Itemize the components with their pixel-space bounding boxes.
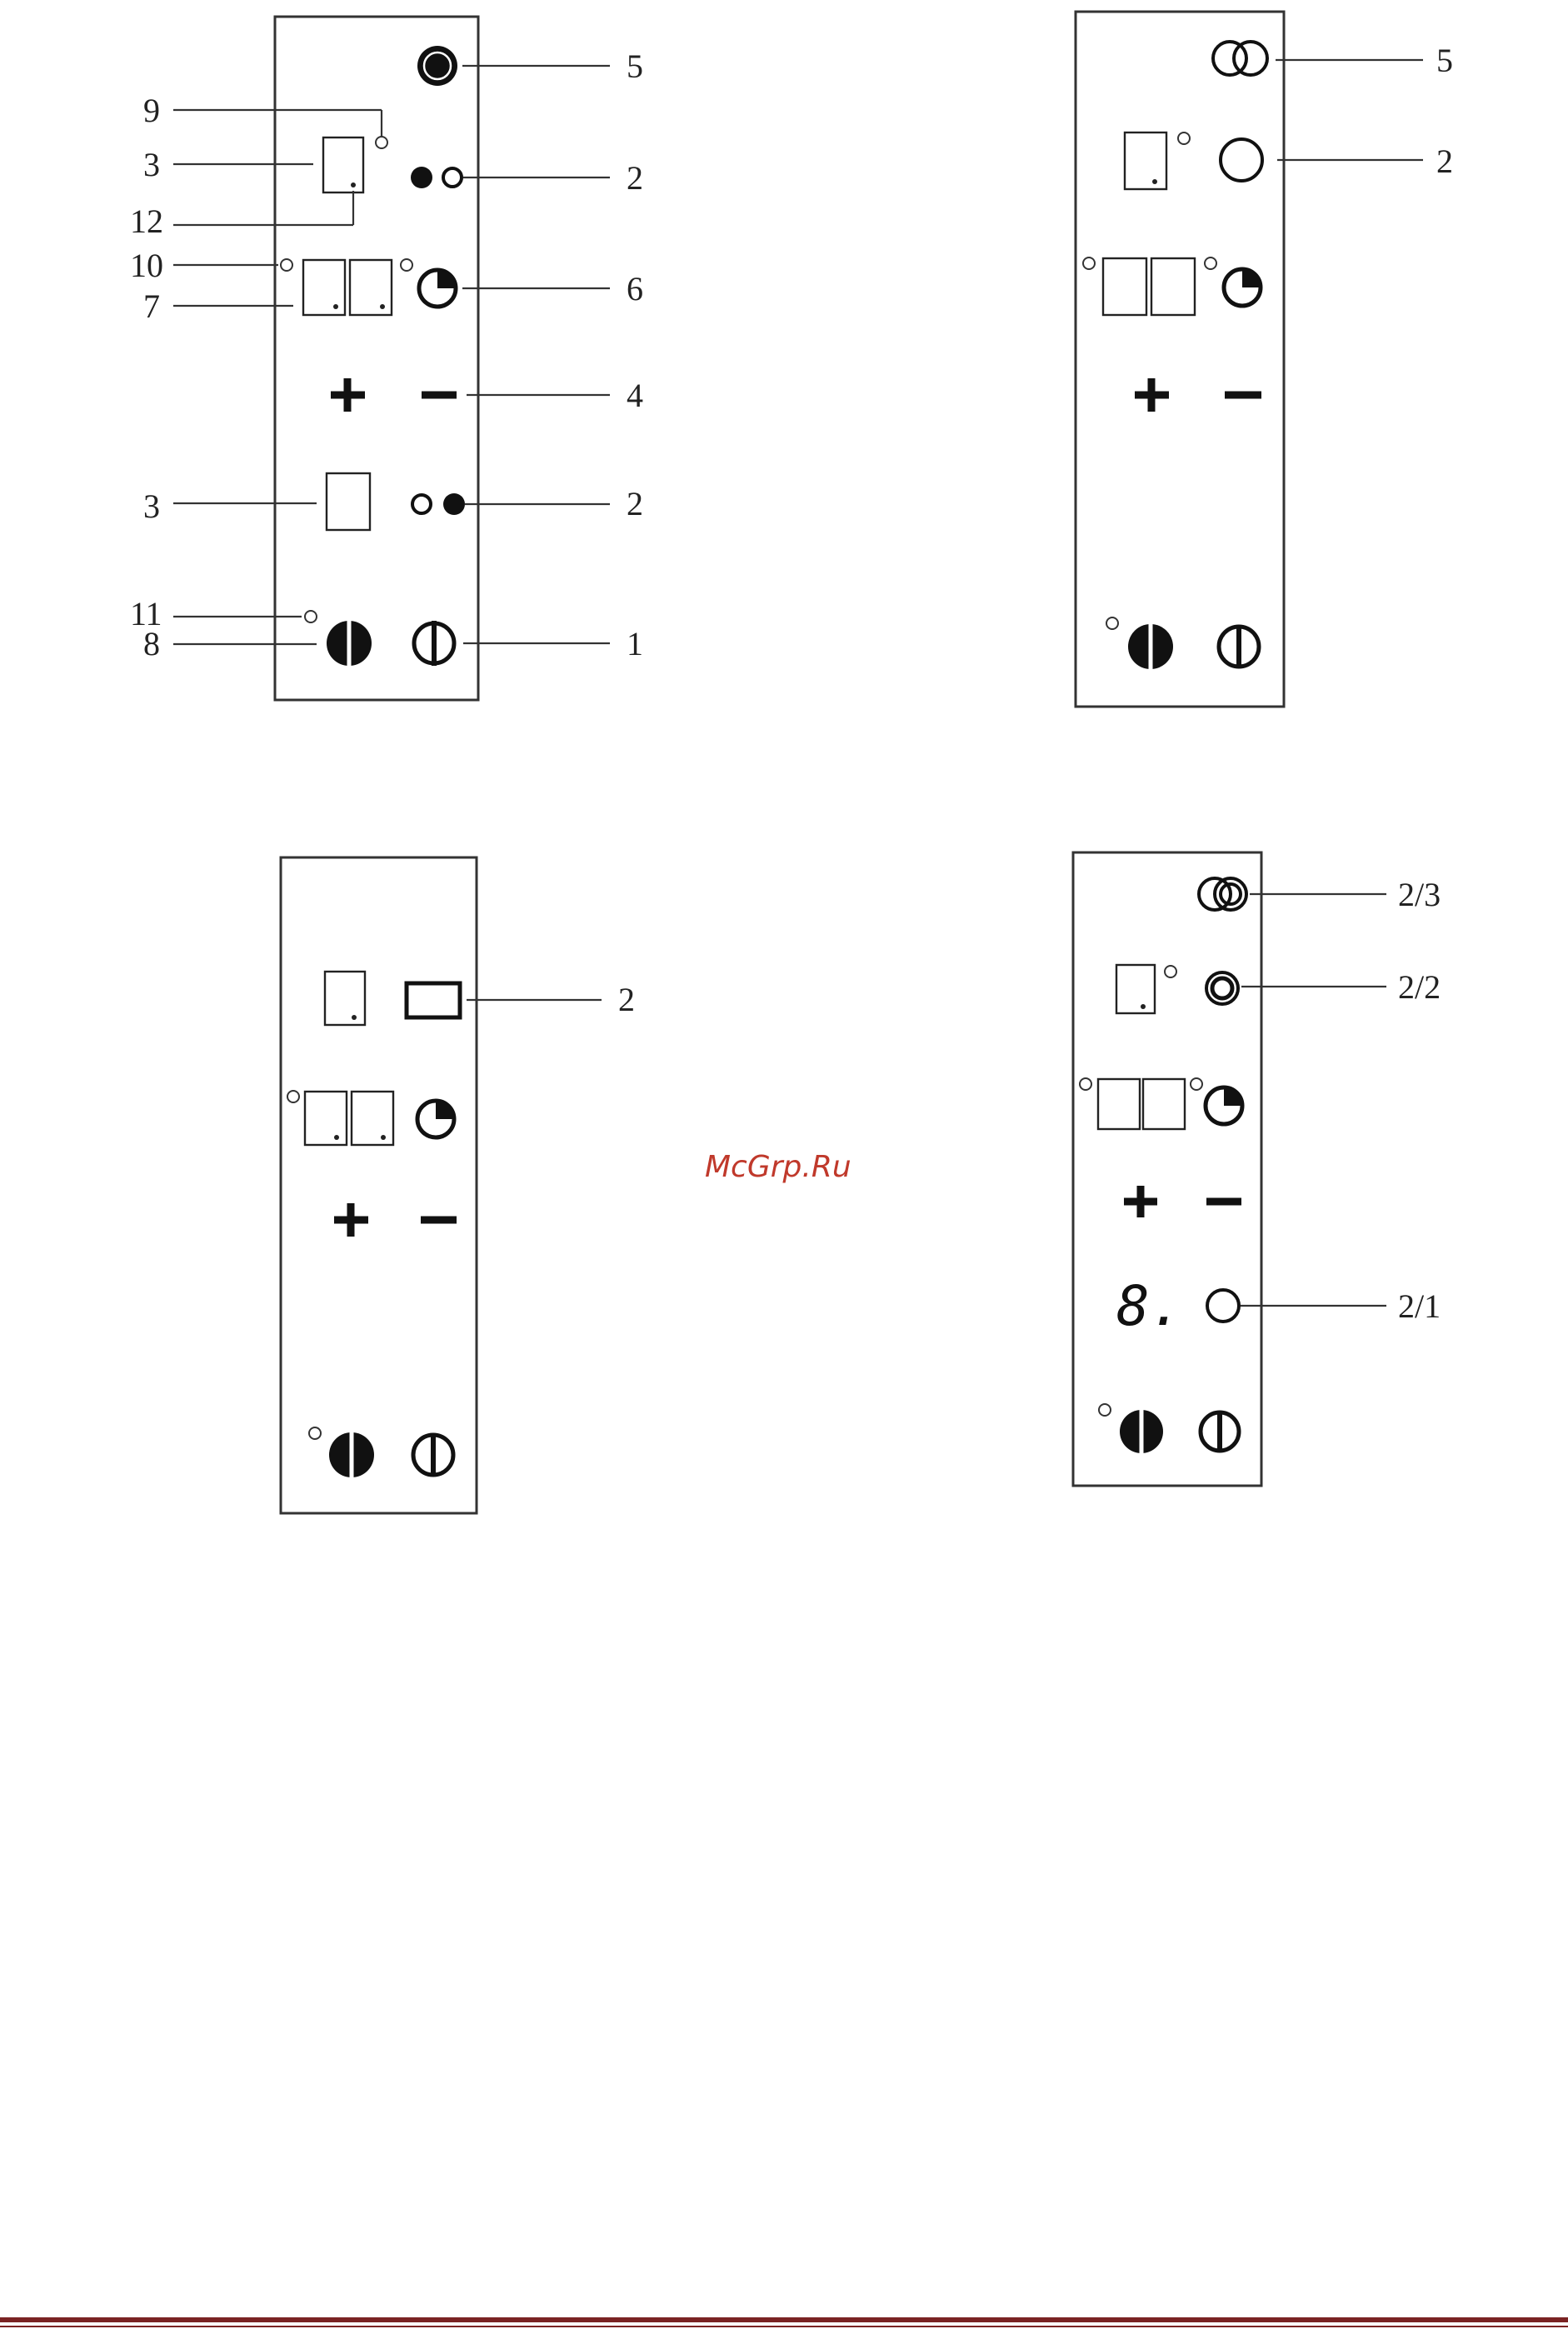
- page-footer-rule: [0, 2320, 1568, 2327]
- panel-c-lock-icon: [329, 1432, 374, 1477]
- label-a-5: 5: [627, 47, 643, 85]
- label-a-7: 7: [143, 287, 160, 325]
- panel-a-decimal-dot: [351, 182, 356, 187]
- panel-d-timer-led-left: [1080, 1078, 1091, 1090]
- panel-b-timer-digit-2: [1151, 258, 1195, 315]
- panel-b-timer-led-right: [1205, 257, 1216, 269]
- panel-d-timer-digit-1: [1098, 1079, 1140, 1129]
- panel-d-lock-led: [1099, 1404, 1111, 1416]
- panel-d: 2/3 2/2 8. 2/: [1073, 852, 1441, 1486]
- panel-a: 5 9 3 12 2 10 7: [130, 17, 643, 700]
- label-a-1: 1: [627, 625, 643, 662]
- panel-a-frame: [275, 17, 478, 700]
- panel-a-timer-led: [401, 259, 412, 271]
- panel-c-timer-led: [287, 1091, 299, 1102]
- label-a-2-top: 2: [627, 159, 643, 197]
- panel-a-timer-icon: [419, 270, 456, 307]
- panel-b: 5 2: [1076, 12, 1453, 707]
- label-a-12: 12: [130, 202, 163, 240]
- panel-c-zone-display: [325, 972, 365, 1025]
- panel-d-zone-display: [1116, 965, 1155, 1013]
- panel-c-timer-digit-1: [305, 1092, 347, 1145]
- watermark: McGrp.Ru: [705, 1150, 851, 1184]
- label-a-10: 10: [130, 247, 163, 284]
- panel-b-frame: [1076, 12, 1284, 707]
- panel-b-power-icon: [1219, 625, 1259, 668]
- label-a-2-bottom: 2: [627, 485, 643, 522]
- panel-b-zone-display: [1125, 132, 1166, 189]
- panel-a-timer-digit-2: [350, 260, 392, 315]
- label-d-2-2: 2/2: [1398, 968, 1441, 1006]
- label-a-6: 6: [627, 270, 643, 307]
- label-b-2: 2: [1436, 142, 1453, 180]
- panel-d-lock-icon: [1120, 1410, 1163, 1453]
- panel-a-indicator-led-10: [281, 259, 292, 271]
- label-b-5: 5: [1436, 42, 1453, 79]
- label-a-8: 8: [143, 625, 160, 662]
- label-a-9: 9: [143, 92, 160, 129]
- panel-c-timer-icon: [417, 1101, 454, 1137]
- panel-a-lock-icon: [327, 621, 372, 666]
- panel-c-power-icon: [413, 1433, 453, 1477]
- panel-a-indicator-led-9: [376, 137, 387, 148]
- panel-b-timer-led-left: [1083, 257, 1095, 269]
- panel-d-timer-icon: [1206, 1087, 1242, 1124]
- panel-a-power-icon: [414, 621, 454, 666]
- panel-a-timer-digit-1: [303, 260, 345, 315]
- panel-d-timer-led-right: [1191, 1078, 1202, 1090]
- panel-d-timer-digit-2: [1143, 1079, 1185, 1129]
- panel-b-timer-icon: [1224, 269, 1261, 306]
- panel-c-zone-select: [407, 983, 460, 1017]
- label-a-3-bottom: 3: [143, 487, 160, 525]
- panel-c-frame: [281, 857, 477, 1513]
- panel-a-top-button: [417, 46, 457, 86]
- panel-d-frame: [1073, 852, 1261, 1486]
- panel-d-seven-segment-display: 8.: [1116, 1274, 1182, 1338]
- label-d-2-3: 2/3: [1398, 876, 1441, 913]
- label-a-3-top: 3: [143, 146, 160, 183]
- label-d-2-1: 2/1: [1398, 1287, 1441, 1325]
- label-a-4: 4: [627, 377, 643, 414]
- panel-a-zone-display-top: [323, 137, 363, 192]
- panel-b-timer-digit-1: [1103, 258, 1146, 315]
- panel-b-lock-led: [1106, 617, 1118, 629]
- panel-d-power-icon: [1201, 1411, 1239, 1452]
- panel-c-lock-led: [309, 1427, 321, 1439]
- panel-c-timer-digit-2: [352, 1092, 393, 1145]
- panel-a-indicator-led-11: [305, 611, 317, 622]
- panel-d-indicator-led: [1165, 966, 1176, 977]
- panel-b-indicator-led: [1178, 132, 1190, 144]
- label-c-2: 2: [618, 981, 635, 1018]
- panel-c: 2: [281, 857, 635, 1513]
- panel-a-zone-display-bottom: [327, 473, 370, 530]
- panel-b-lock-icon: [1128, 624, 1173, 669]
